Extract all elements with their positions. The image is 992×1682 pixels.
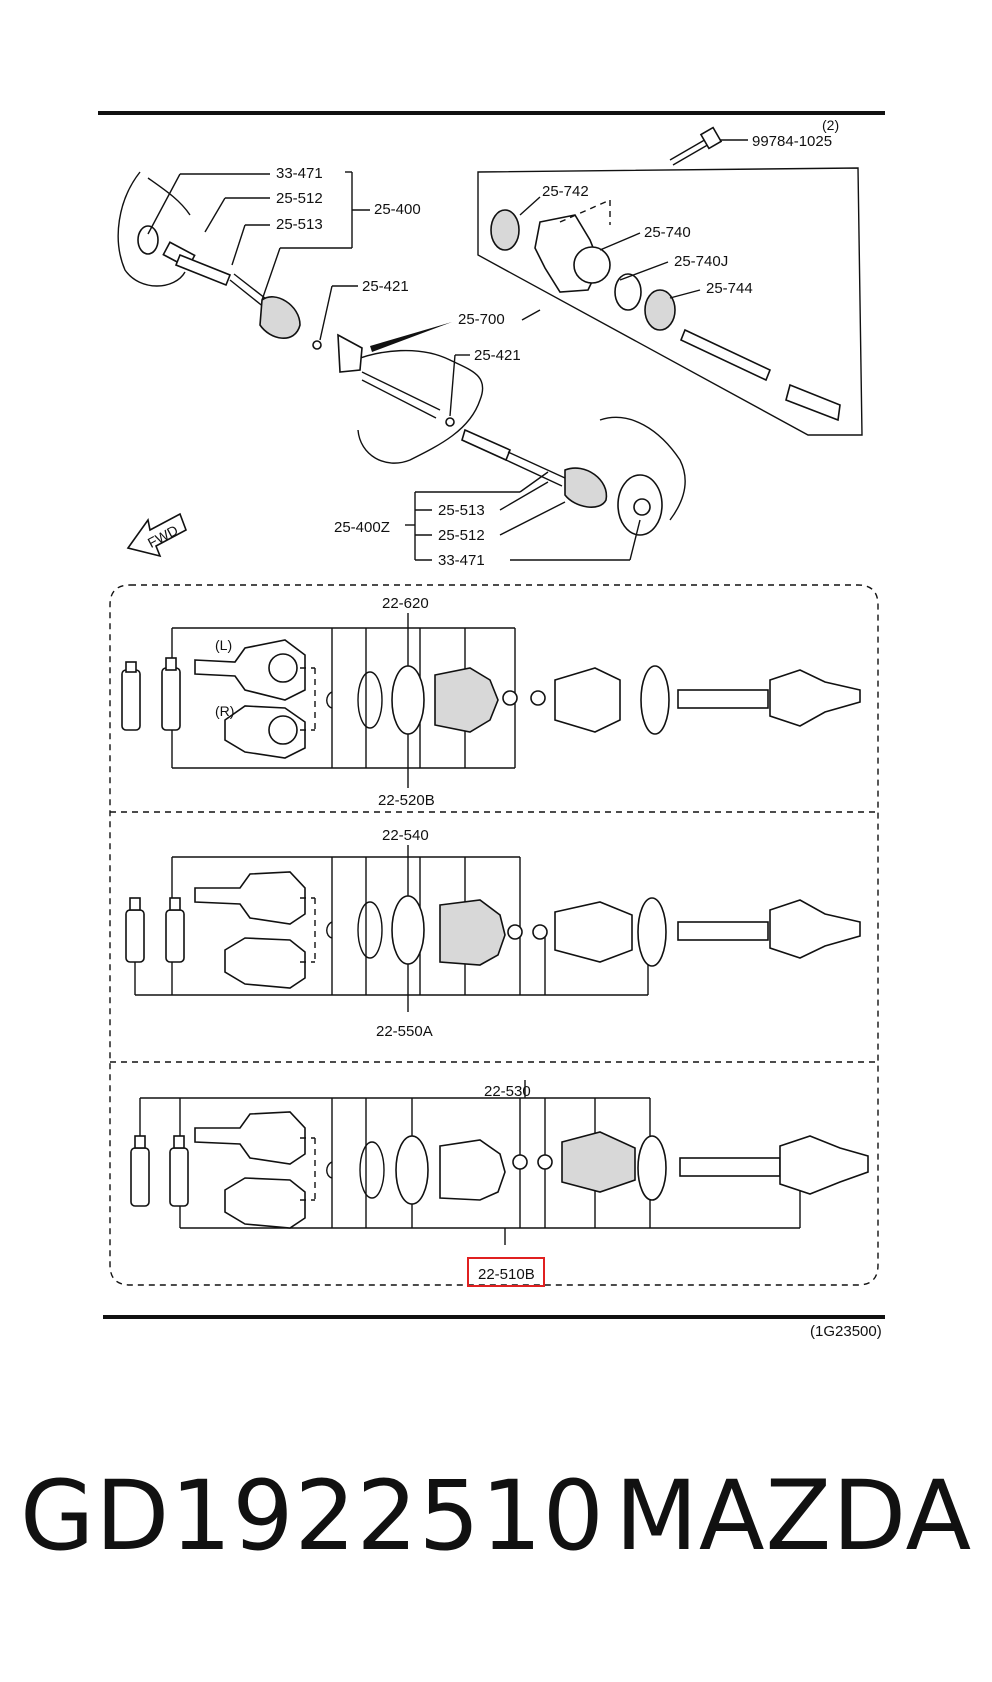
overview-illustration: FWD [117, 171, 686, 558]
overview-leaders [147, 171, 641, 561]
label-25-512-lower: 25-512 [438, 527, 485, 544]
label-25-400: 25-400 [374, 201, 421, 218]
label-25-513-lower: 25-513 [438, 502, 485, 519]
label-25-742: 25-742 [542, 183, 589, 200]
label-25-744: 25-744 [706, 280, 753, 297]
label-22-620: 22-620 [382, 595, 429, 612]
label-33-471-lower: 33-471 [438, 552, 485, 569]
panels-dashed-border [109, 584, 879, 1286]
panel-1-22-620: (L) (R) 22-620 22-520B [121, 595, 861, 809]
part-number: GD1922510 [20, 1460, 605, 1572]
label-25-421-right: 25-421 [474, 347, 521, 364]
label-22-520B: 22-520B [378, 792, 435, 809]
bolt-icon [669, 126, 748, 166]
brand-name: MAZDA [615, 1460, 973, 1572]
callout-arrow [370, 322, 452, 352]
label-99784-1025: 99784-1025 [752, 133, 832, 150]
label-25-421-left: 25-421 [362, 278, 409, 295]
fwd-arrow-icon: FWD [126, 512, 187, 558]
label-panel1-R: (R) [215, 703, 234, 719]
label-25-740J: 25-740J [674, 253, 728, 270]
panel-3-22-530: 22-530 22-510B [130, 1080, 869, 1287]
figure-code: (1G23500) [810, 1323, 882, 1340]
label-22-510B: 22-510B [478, 1266, 535, 1283]
label-22-530: 22-530 [484, 1083, 531, 1100]
label-panel1-L: (L) [215, 637, 232, 653]
label-25-513: 25-513 [276, 216, 323, 233]
label-25-400Z: 25-400Z [334, 519, 390, 536]
bearing-inset: 25-742 25-740 25-740J 25-744 [477, 167, 863, 436]
label-33-471: 33-471 [276, 165, 323, 182]
label-25-700: 25-700 [458, 311, 505, 328]
label-25-740: 25-740 [644, 224, 691, 241]
label-22-540: 22-540 [382, 827, 429, 844]
highlight-box [467, 1257, 545, 1287]
label-22-550A: 22-550A [376, 1023, 433, 1040]
label-bolt-qty: (2) [822, 117, 839, 133]
panel-2-22-540: 22-540 22-550A [125, 827, 861, 1040]
label-25-512: 25-512 [276, 190, 323, 207]
